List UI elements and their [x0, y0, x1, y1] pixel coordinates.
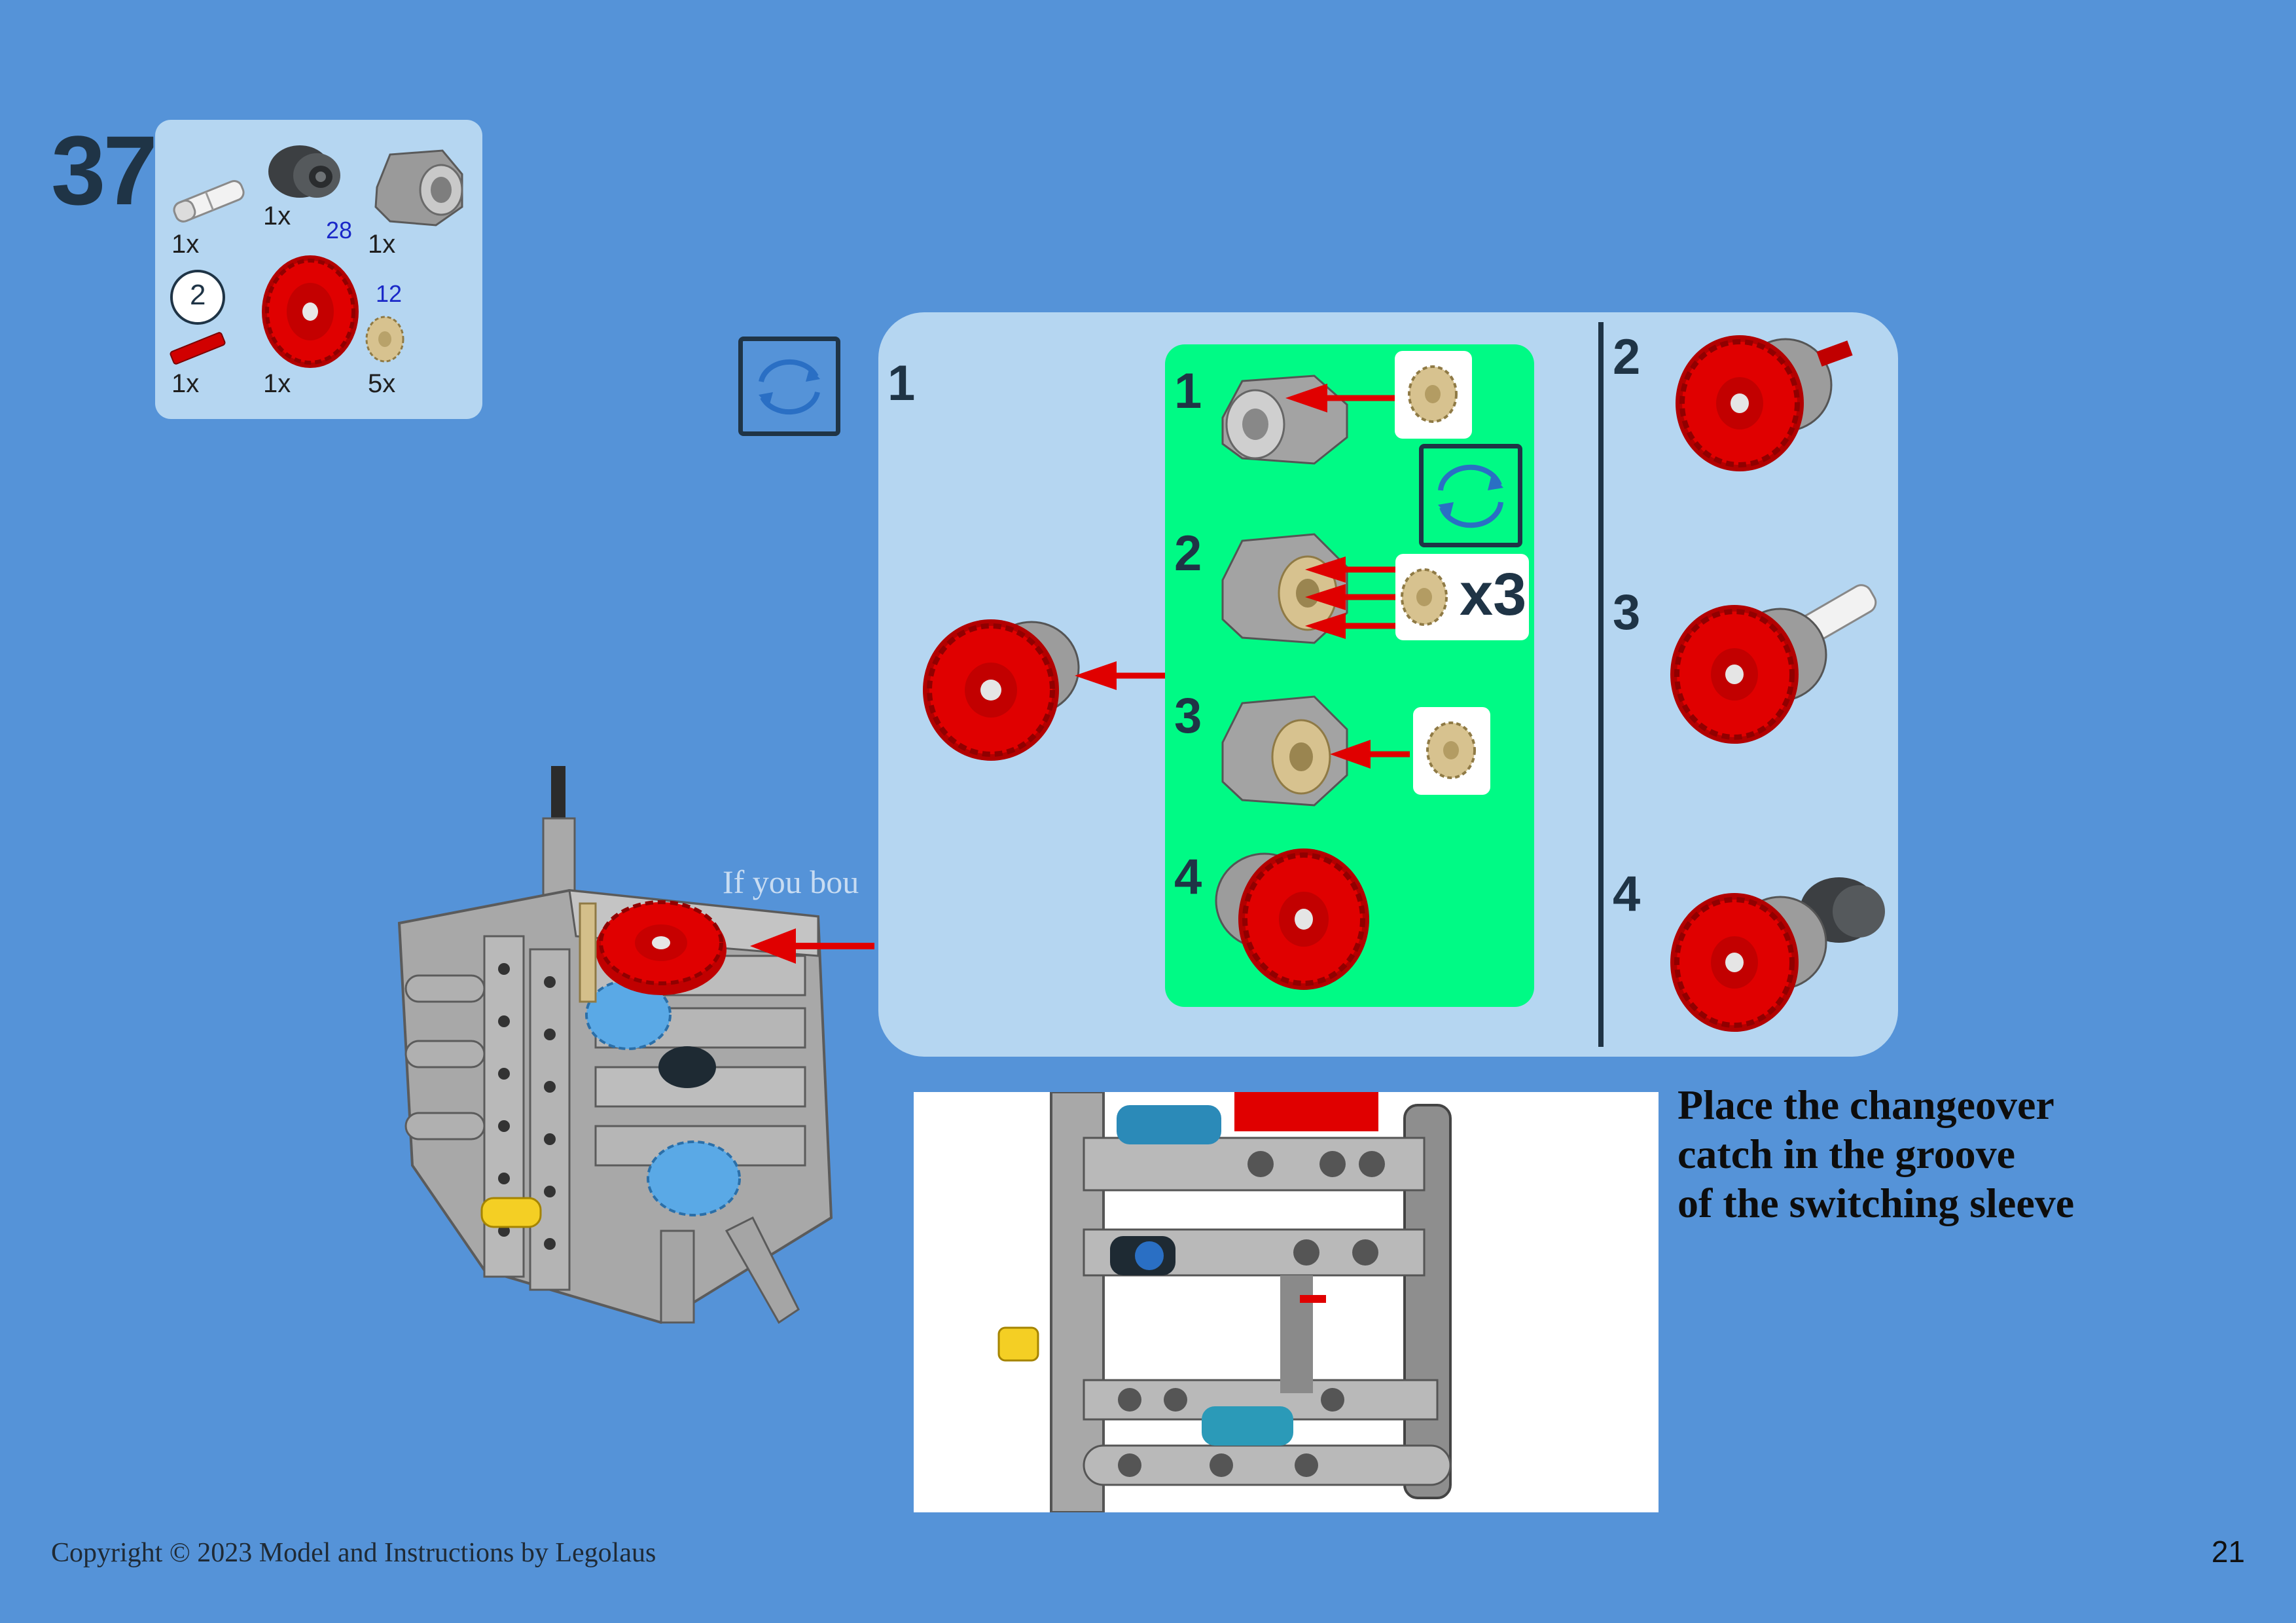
panel-divider — [1598, 322, 1604, 1047]
instruction-text: Place the changeover catch in the groove… — [1677, 1080, 2267, 1228]
part-qty: 1x — [171, 230, 200, 259]
part-qty: 1x — [263, 202, 291, 230]
red-arrow-icon — [1305, 556, 1397, 639]
part-qty: 1x — [171, 369, 200, 398]
part-length: 12 — [376, 280, 403, 307]
inner-step-label: 2 — [1174, 526, 1202, 581]
coupler-icon — [268, 145, 340, 198]
instruction-line: of the switching sleeve — [1677, 1180, 2075, 1226]
faint-overlay-text: If you bou — [723, 864, 859, 900]
inner-step-label: 4 — [1174, 849, 1202, 905]
inner-step-label: 1 — [1174, 363, 1202, 419]
rotate-model-icon — [1419, 444, 1522, 547]
subassembly-step-label: 2 — [1613, 329, 1641, 385]
red-gear-assembly-illustration — [1676, 335, 1853, 471]
tan-bevel-gear-icon — [365, 316, 404, 363]
subassembly-step-label: 3 — [1613, 585, 1641, 640]
instruction-line: Place the changeover — [1677, 1082, 2054, 1128]
red-gear-icon — [262, 255, 359, 368]
part-qty: 5x — [368, 369, 396, 398]
red-gear-assembly-illustration — [1670, 877, 1885, 1032]
subassembly-step-label: 1 — [888, 356, 916, 411]
axle-length-circle — [170, 270, 225, 325]
tan-bevel-gear-icon — [1426, 721, 1476, 779]
red-gear-assembly-illustration — [923, 619, 1080, 761]
detail-view-image — [914, 1092, 1659, 1512]
red-gear-assembly-illustration — [1670, 584, 1877, 744]
red-arrow-icon — [1075, 661, 1166, 690]
tan-bevel-gear-icon — [1408, 365, 1458, 423]
differential-housing-illustration — [1221, 695, 1348, 807]
tan-bevel-gear-icon — [1401, 568, 1448, 626]
axle-pin-icon — [173, 179, 245, 223]
subassembly-step-label: 4 — [1613, 866, 1641, 922]
main-model-illustration — [397, 766, 833, 1324]
part-length: 28 — [326, 217, 353, 244]
part-callout-card: x3 — [1395, 554, 1529, 640]
inner-step-label: 3 — [1174, 688, 1202, 744]
part-qty: 1x — [368, 230, 396, 259]
page-number: 21 — [2211, 1535, 2245, 1569]
axle-length-number: 2 — [190, 279, 206, 311]
copyright-text: Copyright © 2023 Model and Instructions … — [51, 1538, 656, 1568]
step-number: 37 — [51, 115, 158, 225]
part-qty: 1x — [263, 369, 291, 398]
changeover-catch-detail-illustration — [997, 1092, 1452, 1512]
multiplier-label: x3 — [1460, 561, 1527, 628]
red-arrow-icon — [1330, 740, 1410, 769]
rotate-model-icon — [738, 337, 840, 436]
red-axle-icon — [170, 332, 226, 365]
part-callout-card — [1395, 351, 1472, 439]
instruction-line: catch in the groove — [1677, 1131, 2016, 1177]
red-arrow-icon — [1285, 384, 1398, 412]
red-arrow-icon — [750, 928, 874, 964]
part-callout-card — [1413, 707, 1490, 795]
differential-housing-icon — [374, 149, 463, 227]
red-gear-assembly-illustration — [1215, 848, 1369, 990]
